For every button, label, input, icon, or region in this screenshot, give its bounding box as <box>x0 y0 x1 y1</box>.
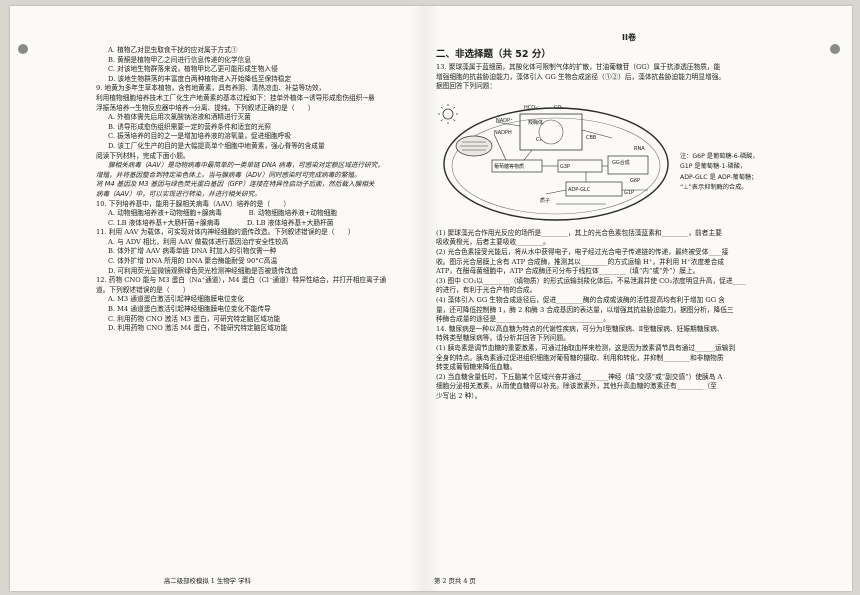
question-stem: 利用植物细胞培养技术工厂化生产地黄素的基本过程如下：挂单外植体→诱导形成愈伤组织… <box>96 93 375 102</box>
subquestion: ATP，在醋母菌细胞中，ATP 合成酶还可分布于线粒体________（填“内”… <box>436 267 700 276</box>
page-fold-shadow <box>410 6 440 591</box>
diagram-label: 质子 <box>540 197 550 204</box>
diagram-label: NADPH <box>494 130 512 136</box>
process-box <box>565 181 623 197</box>
passage-line: 病毒（AAV）中，可以实现进行转染，并进行相关研究。 <box>96 189 261 198</box>
legend-line: 注：G6P 是葡萄糖-6-磷酸， <box>680 152 759 160</box>
option-line: B. M4 通道蛋白激活引起神经细胞膜电位变化不能传导 <box>108 305 271 314</box>
cell-diagram: HCO₃⁻ CO₂ 羧酶体 NADP⁺ NADPH C₃ CBB 葡萄糖等物质 … <box>436 94 782 226</box>
process-box <box>607 155 649 175</box>
subquestion: (1) 聚球藻光合作用光反应的场所是________，其上的光合色素包括藻蓝素和… <box>436 228 722 237</box>
option-line: C. 振荡培养的目的之一是增加培养液的溶氧量，促进细胞呼吸 <box>108 132 292 141</box>
passage-line: 增殖，并将基因整合到特定染色体上。当与腺病毒（ADV）同时感染时可完成病毒的繁殖… <box>96 170 361 179</box>
subquestion: 种酶合成量的途径是_______________________________… <box>436 315 610 324</box>
subquestion: 转变成葡萄糖来降低血糖。 <box>436 363 517 372</box>
subquestion: 吸收黄橙光，后者主要吸收________。 <box>436 238 550 247</box>
legend-line: G1P 是葡萄糖-1-磷酸， <box>680 163 747 171</box>
binder-hole <box>18 44 28 54</box>
diagram-label: G6P <box>630 178 640 184</box>
question-stem: 浮振荡培养→生物反应器中培养→分离、提纯。下列叙述正确的是（ ） <box>96 103 315 112</box>
option-line: B. 黄酮是植物甲乙之间进行信息传递的化学信息 <box>108 55 251 64</box>
binder-hole <box>830 44 840 54</box>
diagram-label: HCO₃⁻ <box>524 105 540 111</box>
subquestion: (1) 胰岛素是调节血糖的重要激素，可通过抽取血样来检测，这是因为激素调节具有通… <box>436 343 736 352</box>
option-line: B. 诱导形成愈伤组织需要一定的营养条件和适宜的光照 <box>108 122 271 131</box>
left-column: A. 植物乙对昆虫取食干扰的应对属于方式① B. 黄酮是植物甲乙之间进行信息传递… <box>96 46 422 334</box>
diagram-label: 羧酶体 <box>528 119 543 126</box>
sun-icon <box>438 103 458 124</box>
right-column: 二、非选择题（共 52 分） 13. 聚球藻属于蓝细菌，其酸化体可限制气体的扩散… <box>436 46 782 401</box>
subquestion: (3) 图中 CO₂以________（填物质）的形式运输到羧化体后，不易泄漏并… <box>436 276 746 285</box>
subquestion: (4) 藻体引入 GG 生物合成途径后，促进________酶的合成或该酶的活性… <box>436 295 725 304</box>
passage-line: 腺相关病毒（AAV）是动物病毒中最简单的一类单链 DNA 病毒，可感染对定额区域… <box>108 161 384 170</box>
diagram-label: G1P <box>624 190 634 196</box>
section-title: 二、非选择题（共 52 分） <box>436 49 551 60</box>
option-line: C. 对该地生物群落来说，植物甲比乙更可能形成生物入侵 <box>108 65 278 74</box>
footer-left: 高二级部校模拟 1 生物学 学科 <box>164 577 251 585</box>
option-line: 阅读下列材料，完成下面小题。 <box>96 151 190 160</box>
passage-line: 将 M4 基因及 M3 基因与绿色荧光蛋白基因（GFP）连接在特异性启动子后面，… <box>96 180 375 189</box>
question-stem: 14. 糖尿病是一种以高血糖为特点的代谢性疾病，可分为Ⅰ型糖尿病、Ⅱ型糖尿病、妊… <box>436 324 724 333</box>
diagram-label: CBB <box>586 135 597 141</box>
option-line: D. 可利用荧光显微镜观察绿色荧光检测神经细胞是否被遗传改造 <box>108 266 298 275</box>
diagram-label: ADP-GLC <box>568 187 591 193</box>
cell-diagram-svg: HCO₃⁻ CO₂ 羧酶体 NADP⁺ NADPH C₃ CBB 葡萄糖等物质 … <box>438 103 669 221</box>
question-stem: 12. 药物 CNO 能与 M3 蛋白（Na⁺通道），M4 蛋白（Cl⁻通道）特… <box>96 276 387 285</box>
subquestion: 量，还可降低控制酶 1，酶 2 和酶 3 合成基因的表达量，以增强其抗盐胁迫能力… <box>436 305 734 314</box>
diagram-label: G3P <box>560 164 570 170</box>
subquestion: 的进行，有利于光合产物的合成。 <box>436 286 537 295</box>
question-stem: 特殊类型糖尿病等。请分析并回答下列问题。 <box>436 334 570 343</box>
option-line: D. 利用药物 CNO 激活 M4 蛋白，不能研究特定脑区域功能 <box>108 324 288 333</box>
legend-line: “⊥”表示抑制酶的合成。 <box>680 184 748 192</box>
option-line: A. 外植体需先后用次氯酸钠溶液和酒精进行灭菌 <box>108 113 251 122</box>
option-line: A. M3 通道蛋白激活引起神经细胞膜电位变化 <box>108 295 244 304</box>
diagram-label: C₃ <box>536 137 542 143</box>
carboxysome-box <box>519 113 583 151</box>
cell-outline <box>443 107 669 221</box>
subquestion: (2) 光合色素接受光能后，将从水中获得电子，电子经过光合电子传递链的传递，最终… <box>436 247 729 256</box>
diagram-label: 葡萄糖等物质 <box>494 163 524 170</box>
question-stem: 11. 利用 AAV 为载体，可实现对体内神经细胞的遗传改造。下列叙述错误的是（… <box>96 228 355 237</box>
option-line: C. 体外扩增 DNA 所用的 DNA 聚合酶能耐受 90°C高温 <box>108 257 278 266</box>
question-stem: 道。下列叙述错误的是（ ） <box>96 285 190 294</box>
subquestion: 全身的特点。胰岛素通过促进组织细胞对葡萄糖的摄取、利用和转化，并抑制______… <box>436 353 724 362</box>
option-line: C. LB 液体培养基+大肠杆菌+腺病毒 D. LB 液体培养基+大肠杆菌 <box>108 218 334 227</box>
question-stem: 9. 地黄为多年生草本植物，含有地黄素，具有养阴、清热凉血、补益等功效， <box>96 84 326 93</box>
option-line: A. 动物细胞培养液+动物细胞+腺病毒 B. 动物细胞培养液+动物细胞 <box>108 209 337 218</box>
cell-inner-membrane <box>451 117 661 215</box>
option-line: A. 植物乙对昆虫取食干扰的应对属于方式① <box>108 46 238 54</box>
exam-sheet: II卷 A. 植物乙对昆虫取食干扰的应对属于方式① B. 黄酮是植物甲乙之间进行… <box>10 6 852 591</box>
footer-page-number: 第 2 页共 4 页 <box>434 577 476 585</box>
question-stem: 增强细胞的抗盐胁迫能力，藻体引入 GG 生物合成途径（①②）后，藻体抗盐胁迫能力… <box>436 72 726 81</box>
option-line: C. 利用药物 CNO 激活 M3 蛋白，可研究特定脑区域功能 <box>108 314 281 323</box>
question-stem: 据图回答下列问题： <box>436 82 497 91</box>
option-line: A. 与 ADV 相比，利用 AAV 做载体进行基因治疗安全性较高 <box>108 237 289 246</box>
subquestion: 少写出 2 种）。 <box>436 391 482 400</box>
option-line: D. 该地生物群落的丰富度白两种植物进入开始降低至保持稳定 <box>108 74 292 83</box>
subquestion: 收。图示光合层膜上含有 ATP 合成酶，推测其以________的方式运输 H⁺… <box>436 257 725 266</box>
volume-title: II卷 <box>622 33 636 42</box>
legend-line: ADP-GLC 是 ADP-葡萄糖； <box>680 173 758 181</box>
diagram-label: NADP⁺ <box>496 118 513 124</box>
diagram-label: RNA <box>634 146 645 152</box>
diagram-label: GG合成 <box>612 159 630 166</box>
diagram-label: CO₂ <box>554 105 563 111</box>
question-stem: 10. 下列培养基中，能用于腺相关病毒（AAV）培养的是（ ） <box>96 199 291 208</box>
option-line: B. 体外扩增 AAV 病毒单链 DNA 时加入的引物仅需一种 <box>108 247 277 256</box>
question-stem: 13. 聚球藻属于蓝细菌，其酸化体可限制气体的扩散，甘油葡糖苷（GG）属于抗渗透… <box>436 63 721 71</box>
subquestion: (2) 当血糖含量低时，下丘脑某个区域兴奋并通过________神经（填“交感”… <box>436 372 723 381</box>
diagram-legend: 注：G6P 是葡萄糖-6-磷酸， G1P 是葡萄糖-1-磷酸， ADP-GLC … <box>680 152 759 194</box>
option-line: D. 该工厂化生产的目的是大幅提高单个细胞中地黄素，强心脊等的含成量 <box>108 141 325 150</box>
subquestion: 细胞分泌相关激素，从而使血糖得以补充。除该激素外，其他升高血糖的激素还有____… <box>436 382 717 391</box>
